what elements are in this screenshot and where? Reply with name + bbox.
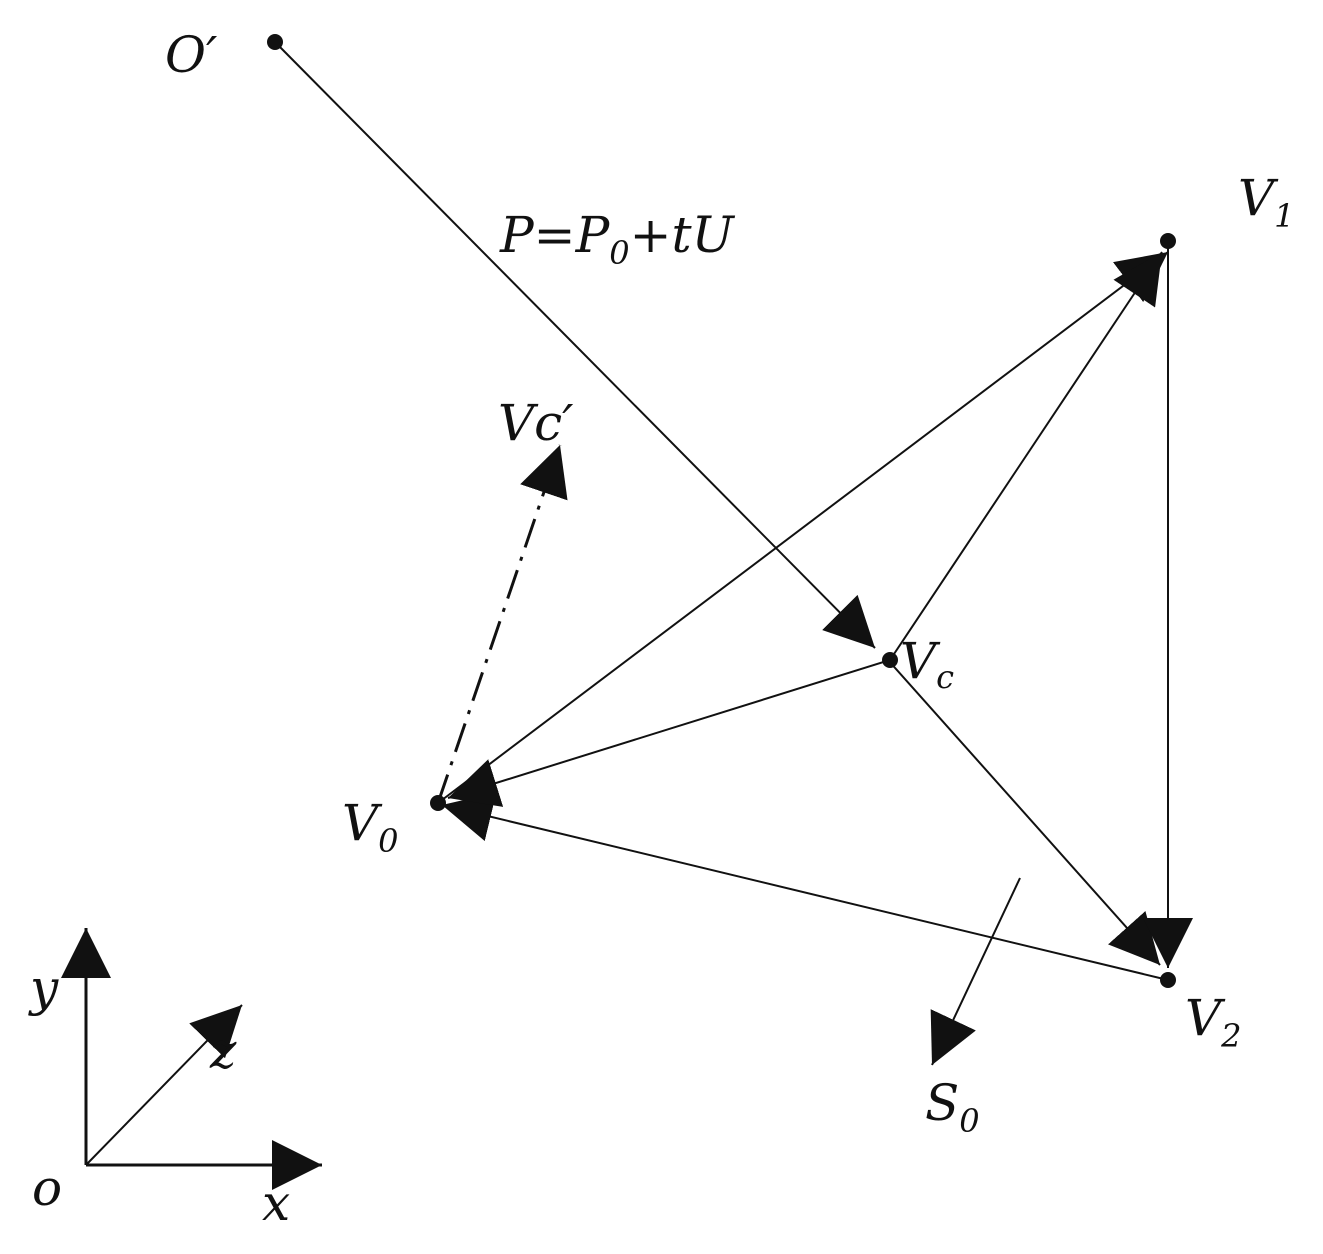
label-ray-equation: P=P0+tU	[499, 206, 736, 272]
label-axis-x: x	[262, 1174, 290, 1232]
label-axis-z: z	[209, 1022, 237, 1080]
label-s0: S0	[925, 1074, 980, 1140]
projected-vector-vc-prime	[436, 444, 568, 804]
point-v2	[1160, 972, 1176, 988]
edge-vc-v1	[889, 251, 1163, 661]
point-vc	[882, 652, 898, 668]
label-v2: V2	[1185, 989, 1241, 1055]
label-vc-prime: Vc′	[498, 394, 574, 452]
ray-continuation-line	[887, 659, 1161, 966]
edge-v2-v0	[441, 792, 1169, 981]
z-axis	[85, 1004, 243, 1166]
edge-vc-v0	[447, 659, 891, 807]
point-v1	[1160, 233, 1176, 249]
normal-vector-s0	[930, 877, 1021, 1066]
edge-v0-v1	[437, 251, 1169, 804]
label-v0: V0	[342, 794, 398, 860]
label-vc: Vc	[900, 632, 954, 696]
point-o-prime	[267, 34, 283, 50]
label-o-prime: O′	[165, 26, 218, 84]
label-axis-y: y	[28, 959, 59, 1017]
point-v0	[430, 795, 446, 811]
label-v1: V1	[1238, 169, 1294, 235]
ray-line	[274, 41, 876, 649]
label-origin: o	[32, 1159, 62, 1217]
